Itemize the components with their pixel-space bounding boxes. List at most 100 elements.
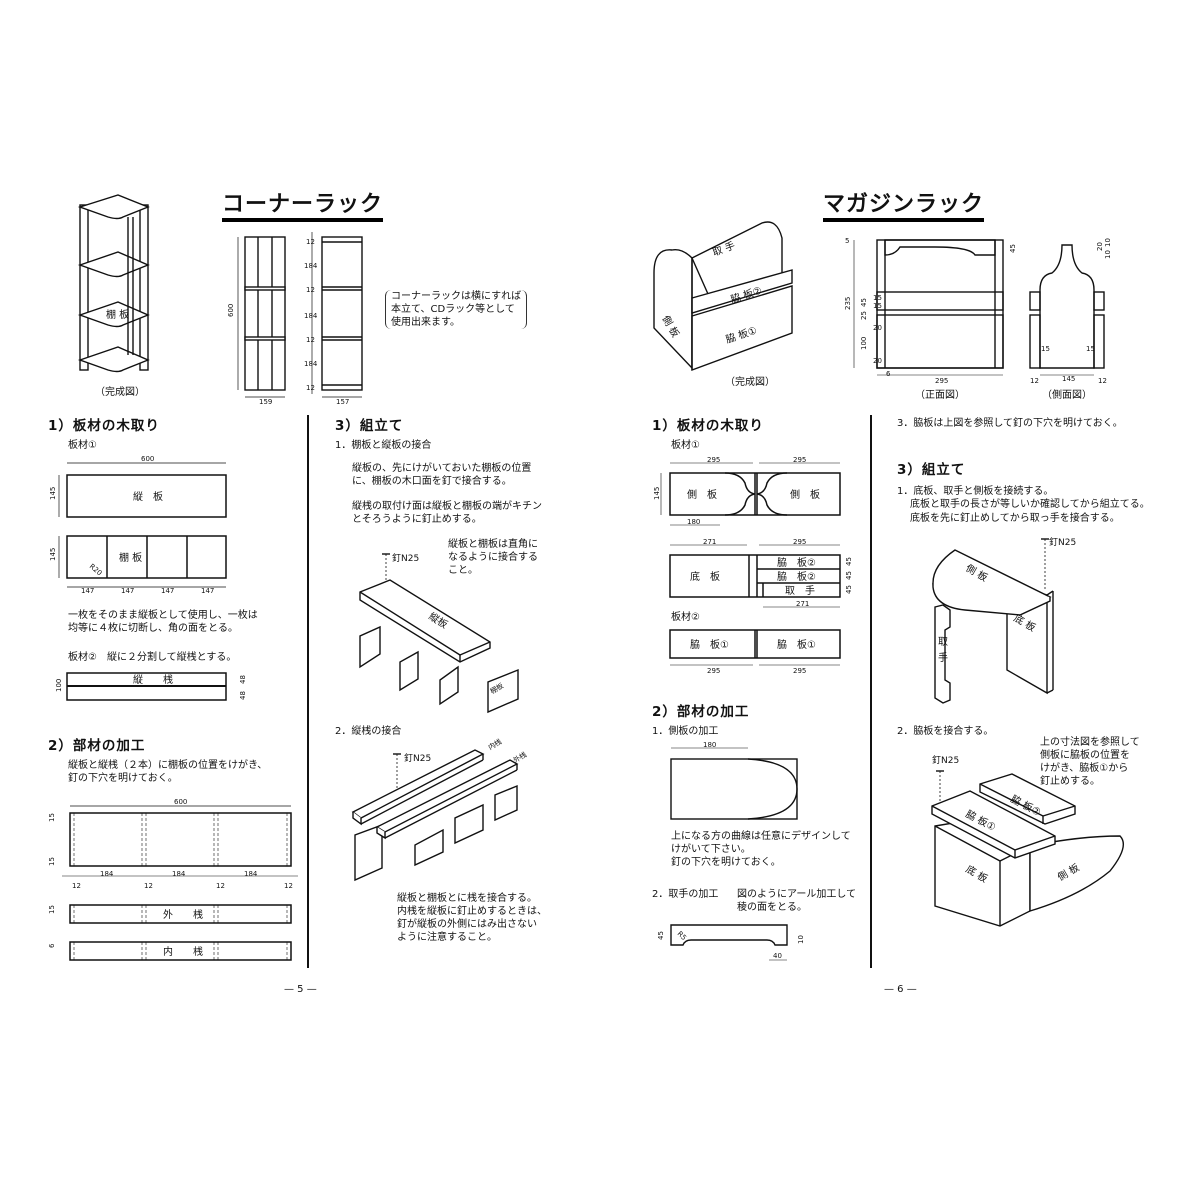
shelf-board-label: 棚 板 — [119, 551, 142, 564]
inner-batten-label: 内 桟 — [163, 945, 203, 958]
section-heading: 3）組立て — [897, 462, 966, 478]
side-board-label: 側 板 — [687, 488, 717, 501]
completed-caption: （完成図） — [725, 377, 775, 388]
bottom-board-label: 底 板 — [690, 570, 720, 583]
dim-15: 15 — [48, 813, 56, 822]
page-title: コーナーラック — [222, 192, 384, 222]
note-line: 本立て、CDラック等として — [391, 304, 515, 315]
step-1: 1．棚板と縦板の接合 — [335, 440, 432, 451]
dim: 12 — [1098, 377, 1107, 385]
front-view-caption: （正面図） — [915, 390, 965, 401]
page-number: — 5 — — [284, 984, 317, 995]
step1-text: に、棚板の木口面を釘で接合する。 — [352, 476, 512, 487]
dim-600: 600 — [141, 455, 154, 463]
dim-600: 600 — [174, 798, 187, 806]
outer-batten-label: 外桟 — [512, 750, 529, 765]
dim-295: 295 — [793, 667, 806, 675]
step2-text: 図のようにアール加工して — [737, 889, 857, 900]
dim-48: 48 — [239, 691, 247, 700]
corner-rack-front-view: 600 159 157 12 184 12 184 12 184 12 — [227, 232, 363, 406]
dim-r20: R20 — [88, 562, 104, 577]
dim-15: 15 — [48, 857, 56, 866]
process-text-2: 釘の下穴を明けておく。 — [68, 773, 178, 784]
dim-180: 180 — [687, 518, 700, 526]
dim-271: 271 — [796, 600, 809, 608]
dim: 15 — [873, 294, 882, 302]
section-heading: 2）部材の加工 — [48, 738, 146, 754]
magazine-rack-completed-drawing: 取 手 側 板 脇 板② 脇 板① — [653, 221, 793, 372]
step-2: 2．縦桟の接合 — [335, 726, 402, 737]
shelf-label: 棚 板 — [106, 308, 129, 321]
column-divider — [307, 415, 309, 968]
side-panel-2-label: 脇 板② — [777, 570, 816, 583]
handle-processing-drawing: 45 R5 10 40 — [657, 924, 805, 961]
vertical-board-label: 縦 板 — [133, 490, 163, 503]
dim-width-front: 159 — [259, 398, 272, 406]
side-board-label: 側 板 — [790, 488, 820, 501]
dim-295: 295 — [707, 456, 720, 464]
cut-text-2: 均等に４枚に切断し、角の面をとる。 — [68, 623, 238, 634]
step-2: 2．取手の加工 — [652, 889, 719, 900]
dim-147: 147 — [121, 587, 134, 595]
dim: 20 — [1096, 242, 1104, 251]
dim: 145 — [1062, 375, 1075, 383]
completed-caption: （完成図） — [95, 387, 145, 398]
dim-12: 12 — [306, 384, 315, 392]
dim: 45 — [1009, 244, 1017, 253]
side-panel-1-label: 脇 板① — [690, 638, 729, 651]
step2-text: 縦板と棚板とに桟を接合する。 — [397, 893, 537, 904]
board-label: 板材① — [68, 440, 97, 451]
step1-text: とそろうように釘止めする。 — [352, 514, 482, 525]
step-1: 1．底板、取手と側板を接続する。 — [897, 486, 1054, 497]
step1-text: けがいて下さい。 — [671, 844, 751, 855]
step1-text: 縦板の、先にけがいておいた棚板の位置 — [352, 463, 532, 474]
board1-cut-diagram: 295 295 145 180 側 板 側 板 271 295 底 板 脇 板②… — [653, 456, 853, 608]
side-panel-2-label: 脇 板② — [777, 556, 816, 569]
step-1: 1．側板の加工 — [652, 726, 719, 737]
step1-text: 底板と取手の長さが等しいか確認してから組立てる。 — [910, 499, 1150, 510]
step1-text: 底板を先に釘止めしてから取っ手を接合する。 — [910, 513, 1120, 524]
dim-100: 100 — [55, 679, 63, 692]
cut-text-1: 一枚をそのまま縦板として使用し、一枚は — [68, 610, 258, 621]
dim: 10 — [1104, 238, 1112, 247]
board2-cut-diagram: 縦 桟 100 48 48 — [55, 672, 247, 701]
dim-295: 295 — [793, 538, 806, 546]
assembly-drawing-2: 脇 板② 脇 板① 底 板 側 板 — [931, 770, 1124, 927]
board1-cut-diagram: 600 145 145 縦 板 棚 板 R20 147 147 147 147 — [49, 455, 227, 595]
note-line: コーナーラックは横にすれば — [391, 291, 522, 302]
dim-12: 12 — [144, 882, 153, 890]
right-angle-note: こと。 — [448, 565, 478, 576]
board2-label: 板材② 縦に２分割して縦桟とする。 — [68, 652, 237, 663]
section-heading: 3）組立て — [335, 418, 404, 434]
dim-184: 184 — [304, 262, 318, 270]
dim-147: 147 — [161, 587, 174, 595]
board-label: 板材② — [671, 612, 700, 623]
dim-145: 145 — [653, 487, 661, 500]
dim-145: 145 — [49, 548, 57, 561]
dim-12: 12 — [72, 882, 81, 890]
dim-width-side: 157 — [336, 398, 349, 406]
step2-text: 側板に脇板の位置を — [1040, 750, 1130, 761]
dim-48: 48 — [239, 675, 247, 684]
dim-180: 180 — [703, 741, 716, 749]
outer-batten-label: 外 桟 — [163, 908, 203, 921]
dim-45: 45 — [845, 571, 853, 580]
nail-label: 釘N25 — [404, 754, 432, 764]
nail-label: 釘N25 — [932, 756, 960, 766]
dim-45: 45 — [845, 557, 853, 566]
step1-text: 縦桟の取付け面は縦板と棚板の端がキチン — [352, 501, 542, 512]
step1-text: 釘の下穴を明けておく。 — [671, 857, 781, 868]
right-angle-note: なるように接合する — [448, 552, 538, 563]
dim: 12 — [1030, 377, 1039, 385]
dim-45: 45 — [845, 585, 853, 594]
batten-joint-drawing: 内桟 外桟 — [351, 737, 529, 882]
dim: 25 — [860, 311, 868, 320]
dim-height: 600 — [227, 304, 235, 317]
dim-6: 6 — [48, 943, 56, 948]
dim: 15 — [1041, 345, 1050, 353]
column-divider — [870, 415, 872, 968]
note-line: 使用出来ます。 — [391, 317, 460, 328]
dim-295: 295 — [707, 667, 720, 675]
step2-text: ように注意すること。 — [397, 932, 497, 943]
dim-12: 12 — [306, 336, 315, 344]
